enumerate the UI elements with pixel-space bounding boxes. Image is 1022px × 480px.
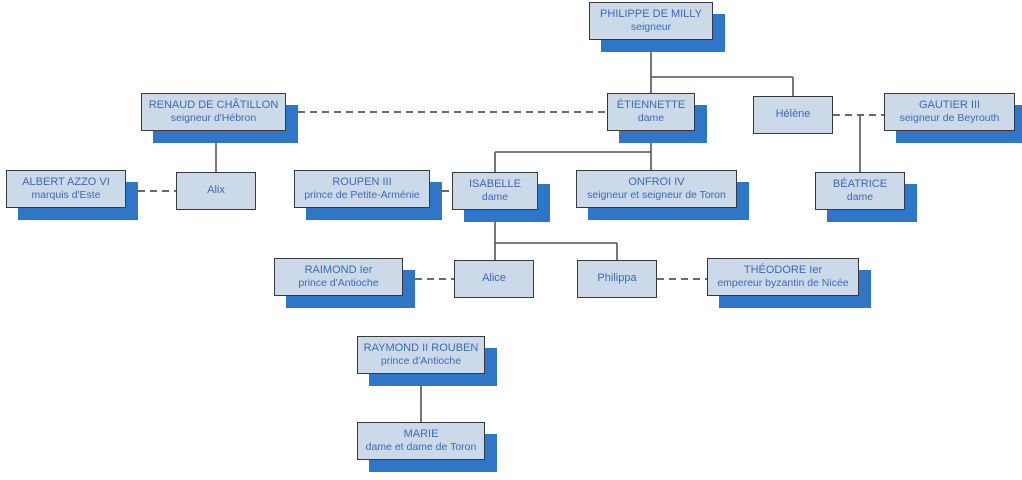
node-name: ISABELLE — [469, 177, 521, 190]
node-name: Hélène — [775, 108, 811, 121]
edge-isabelle-to-alice-philippa — [494, 210, 618, 260]
node-marie[interactable]: MARIE dame et dame de Toron — [357, 422, 485, 460]
node-name: PHILIPPE DE MILLY — [600, 7, 702, 20]
node-name: BÉATRICE — [832, 177, 888, 190]
node-subtitle: empereur byzantin de Nicée — [717, 277, 849, 290]
node-helene[interactable]: Hélène — [753, 96, 833, 134]
node-subtitle: seigneur et seigneur de Toron — [587, 189, 726, 202]
node-subtitle: dame — [481, 191, 509, 204]
node-subtitle: prince d'Antioche — [298, 277, 379, 290]
node-name: RENAUD DE CHÂTILLON — [148, 98, 279, 111]
node-renaud-de-chatillon[interactable]: RENAUD DE CHÂTILLON seigneur d'Hébron — [141, 93, 286, 131]
node-raymond-ii-rouben[interactable]: RAYMOND II ROUBEN prince d'Antioche — [357, 336, 485, 374]
node-subtitle: seigneur de Beyrouth — [899, 112, 1000, 125]
node-name: Alix — [207, 184, 225, 197]
node-name: MARIE — [403, 427, 439, 440]
node-subtitle: seigneur d'Hébron — [170, 112, 257, 125]
node-alice[interactable]: Alice — [454, 260, 534, 298]
node-subtitle: prince d'Antioche — [380, 355, 462, 368]
node-roupen-iii[interactable]: ROUPEN III prince de Petite-Arménie — [294, 170, 430, 208]
node-alix[interactable]: Alix — [176, 172, 256, 210]
node-theodore-ier[interactable]: THÉODORE Ier empereur byzantin de Nicée — [707, 258, 859, 296]
node-philippa[interactable]: Philippa — [577, 260, 657, 298]
node-name: ROUPEN III — [332, 175, 392, 188]
edge-philippe-to-children — [650, 40, 794, 96]
node-name: ONFROI IV — [628, 175, 685, 188]
node-subtitle: dame — [846, 191, 874, 204]
node-isabelle[interactable]: ISABELLE dame — [452, 172, 538, 210]
node-gautier-iii[interactable]: GAUTIER III seigneur de Beyrouth — [884, 93, 1015, 131]
node-subtitle: dame et dame de Toron — [365, 441, 477, 454]
node-subtitle: prince de Petite-Arménie — [304, 189, 420, 202]
node-name: RAYMOND II ROUBEN — [363, 341, 479, 354]
node-etiennette[interactable]: ÉTIENNETTE dame — [607, 93, 695, 131]
node-philippe-de-milly[interactable]: PHILIPPE DE MILLY seigneur — [589, 2, 713, 40]
node-beatrice[interactable]: BÉATRICE dame — [815, 172, 905, 210]
node-name: RAIMOND Ier — [304, 263, 373, 276]
node-name: GAUTIER III — [918, 98, 981, 111]
node-name: ALBERT AZZO VI — [22, 175, 110, 188]
node-name: Philippa — [597, 272, 637, 285]
node-subtitle: marquis d'Este — [31, 189, 101, 202]
node-albert-azzo-vi[interactable]: ALBERT AZZO VI marquis d'Este — [6, 170, 126, 208]
node-onfroi-iv[interactable]: ONFROI IV seigneur et seigneur de Toron — [576, 170, 737, 208]
node-name: THÉODORE Ier — [743, 263, 823, 276]
node-name: ÉTIENNETTE — [616, 98, 686, 111]
node-subtitle: dame — [637, 112, 665, 125]
node-raimond-ier[interactable]: RAIMOND Ier prince d'Antioche — [274, 258, 403, 296]
node-subtitle: seigneur — [630, 21, 672, 34]
node-name: Alice — [482, 272, 506, 285]
